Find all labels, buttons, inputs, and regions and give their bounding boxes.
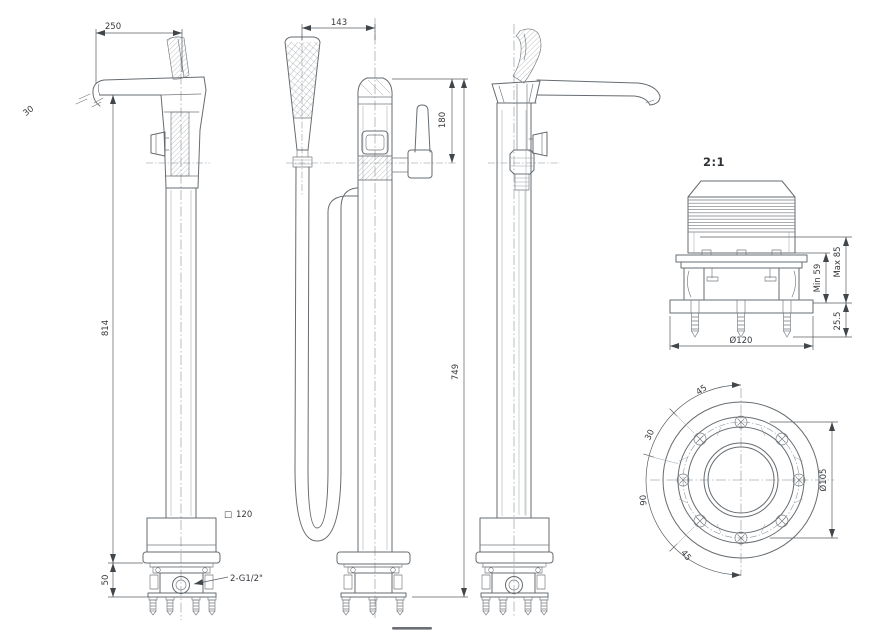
cartridge-hatch <box>170 111 190 177</box>
side-view-left: 250 30 814 50 □ 120 2-G1/2" <box>21 22 263 620</box>
dim-shower-offset: 143 <box>331 18 347 28</box>
hand-shower <box>284 36 321 168</box>
column-front <box>357 77 393 553</box>
dim-cover-diameter: Ø120 <box>730 335 753 346</box>
dim-total-height: 749 <box>451 364 461 380</box>
detail-view: 2:1 Ø120 <box>669 155 852 350</box>
dim-angle-3: 90 <box>639 494 650 506</box>
top-cap <box>357 77 393 98</box>
column-right <box>496 102 532 519</box>
base-screws-top <box>676 415 806 545</box>
funnel-top <box>491 80 541 104</box>
dimensions-detail: Ø120 Min 59 Max 85 25.5 <box>669 236 852 350</box>
callout-inlet-thread: 2-G1/2" <box>230 574 263 584</box>
dim-handle-height: 180 <box>438 112 448 128</box>
shower-hose-loop <box>294 166 359 542</box>
front-view: 143 180 749 <box>284 18 468 618</box>
hose-top <box>509 28 542 515</box>
mounting-base <box>142 517 221 616</box>
dim-angle-1: 45 <box>695 383 710 397</box>
spout-right <box>536 79 661 106</box>
scan-artifact <box>392 627 432 630</box>
ribbed-cover <box>687 180 796 254</box>
dim-angle-2: 30 <box>643 428 657 442</box>
dim-max-depth: Max 85 <box>833 246 843 277</box>
side-view-right <box>475 24 661 618</box>
faucet-head <box>160 36 207 189</box>
dimensions-front: 143 180 749 <box>301 18 468 598</box>
lever-handle <box>391 104 433 179</box>
diverter-button <box>361 130 389 155</box>
top-view: 45 30 90 45 Ø105 <box>639 382 838 578</box>
dim-base-height: 50 <box>101 575 111 586</box>
hand-shower-hose-side <box>166 36 190 80</box>
mounting-bracket-detail <box>669 249 814 338</box>
dim-overall-height: 814 <box>101 320 111 336</box>
square-symbol-icon: □ <box>224 510 232 520</box>
column <box>165 187 197 519</box>
detail-scale-label: 2:1 <box>703 155 725 169</box>
mounting-base-front <box>336 551 411 616</box>
dim-base-square: 120 <box>236 510 252 520</box>
dimensions-top: 45 30 90 45 Ø105 <box>639 382 838 578</box>
dim-bolt-circle: Ø105 <box>818 469 829 492</box>
dim-min-depth: Min 59 <box>813 264 823 293</box>
spout <box>91 76 205 108</box>
mounting-base-right <box>475 517 554 616</box>
dimensions-side-left: 250 30 814 50 □ 120 2-G1/2" <box>21 22 263 598</box>
diverter-knob <box>150 131 170 157</box>
dim-tip: 30 <box>21 104 36 119</box>
dim-spout-reach: 250 <box>105 22 121 32</box>
dim-plate-height: 25.5 <box>833 312 843 331</box>
hose-connector-nut <box>509 149 535 175</box>
